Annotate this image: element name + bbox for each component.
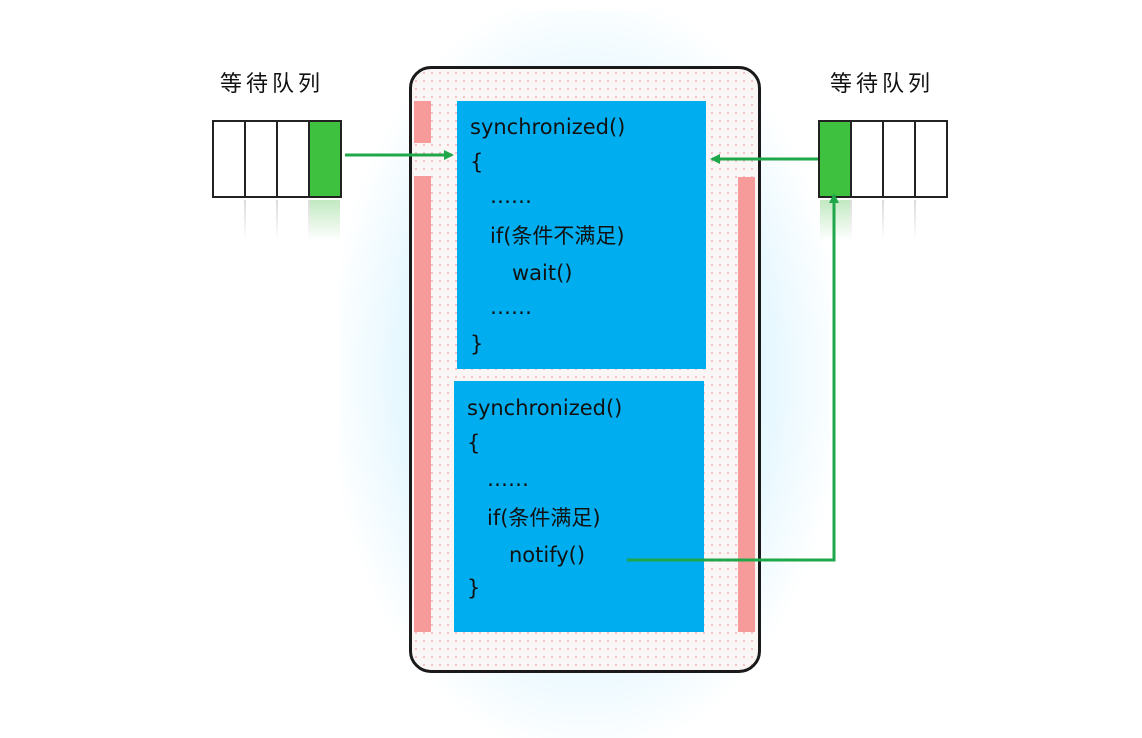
entry-bar-left-bottom <box>414 176 431 632</box>
code-line: synchronized() <box>467 396 623 420</box>
right-queue-reflection <box>820 200 946 240</box>
left-queue-title: 等待队列 <box>220 72 325 97</box>
left-waiting-queue <box>212 120 342 198</box>
right-waiting-queue <box>818 120 948 198</box>
right-queue-title: 等待队列 <box>830 72 935 97</box>
code-line: if(条件满足) <box>487 506 601 530</box>
code-line: if(条件不满足) <box>490 224 625 248</box>
right-queue-cell-filled <box>820 122 852 196</box>
left-queue-cell-filled <box>310 122 340 196</box>
notify-wakeup-arrow <box>627 193 839 562</box>
left-queue-cell <box>278 122 310 196</box>
code-line: …… <box>490 184 532 208</box>
right-queue-cell <box>884 122 916 196</box>
code-line: …… <box>487 467 529 491</box>
left-queue-cell <box>246 122 278 196</box>
code-line: notify() <box>509 543 586 567</box>
code-line: { <box>467 431 481 455</box>
notify-code-block: synchronized() { …… if(条件满足) notify() } <box>454 381 704 632</box>
code-line: } <box>467 576 481 600</box>
entry-bar-right <box>738 177 755 632</box>
code-line: wait() <box>512 261 573 285</box>
code-line: { <box>470 150 484 174</box>
left-queue-cell <box>214 122 246 196</box>
code-line: …… <box>490 295 532 319</box>
code-line: } <box>470 332 484 356</box>
left-queue-reflection <box>214 200 340 240</box>
right-queue-cell <box>916 122 946 196</box>
right-queue-cell <box>852 122 884 196</box>
entry-bar-left-top <box>414 101 431 143</box>
code-line: synchronized() <box>470 115 626 139</box>
wait-code-block: synchronized() { …… if(条件不满足) wait() …… … <box>457 101 706 369</box>
